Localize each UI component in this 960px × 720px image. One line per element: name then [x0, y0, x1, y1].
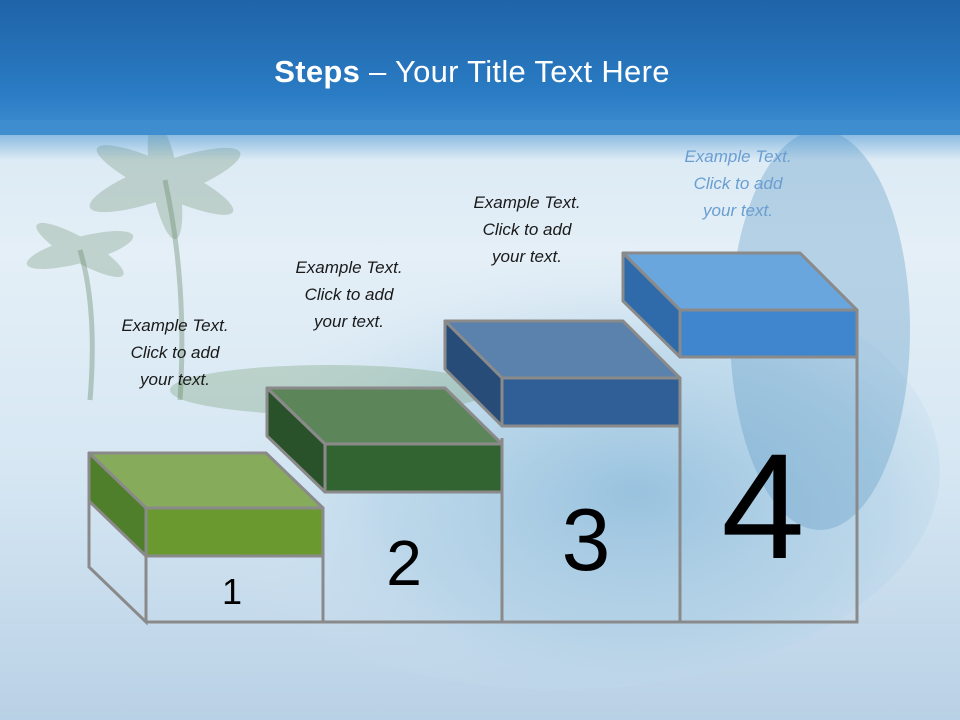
step-1-text[interactable]: Example Text. Click to add your text. [121, 316, 229, 389]
header-fade [0, 120, 960, 160]
step-4-outline [680, 310, 859, 624]
step-2-text[interactable]: Example Text. Click to add your text. [295, 258, 403, 331]
step-block-4[interactable] [621, 251, 859, 359]
step-3-text[interactable]: Example Text. Click to add your text. [473, 193, 581, 266]
step-number-4: 4 [721, 422, 804, 590]
header-bar [0, 0, 960, 135]
step-block-1[interactable] [87, 451, 325, 558]
step-number-2: 2 [386, 527, 422, 599]
step-number-3: 3 [562, 490, 611, 589]
step-4-text[interactable]: Example Text. Click to add your text. [684, 147, 792, 220]
step-block-3[interactable] [443, 319, 682, 428]
page-title[interactable]: Steps – Your Title Text Here [0, 54, 944, 90]
title-rest: – Your Title Text Here [360, 54, 670, 89]
step-block-2[interactable] [265, 386, 504, 494]
step-number-1: 1 [222, 571, 242, 612]
title-bold: Steps [274, 54, 361, 89]
